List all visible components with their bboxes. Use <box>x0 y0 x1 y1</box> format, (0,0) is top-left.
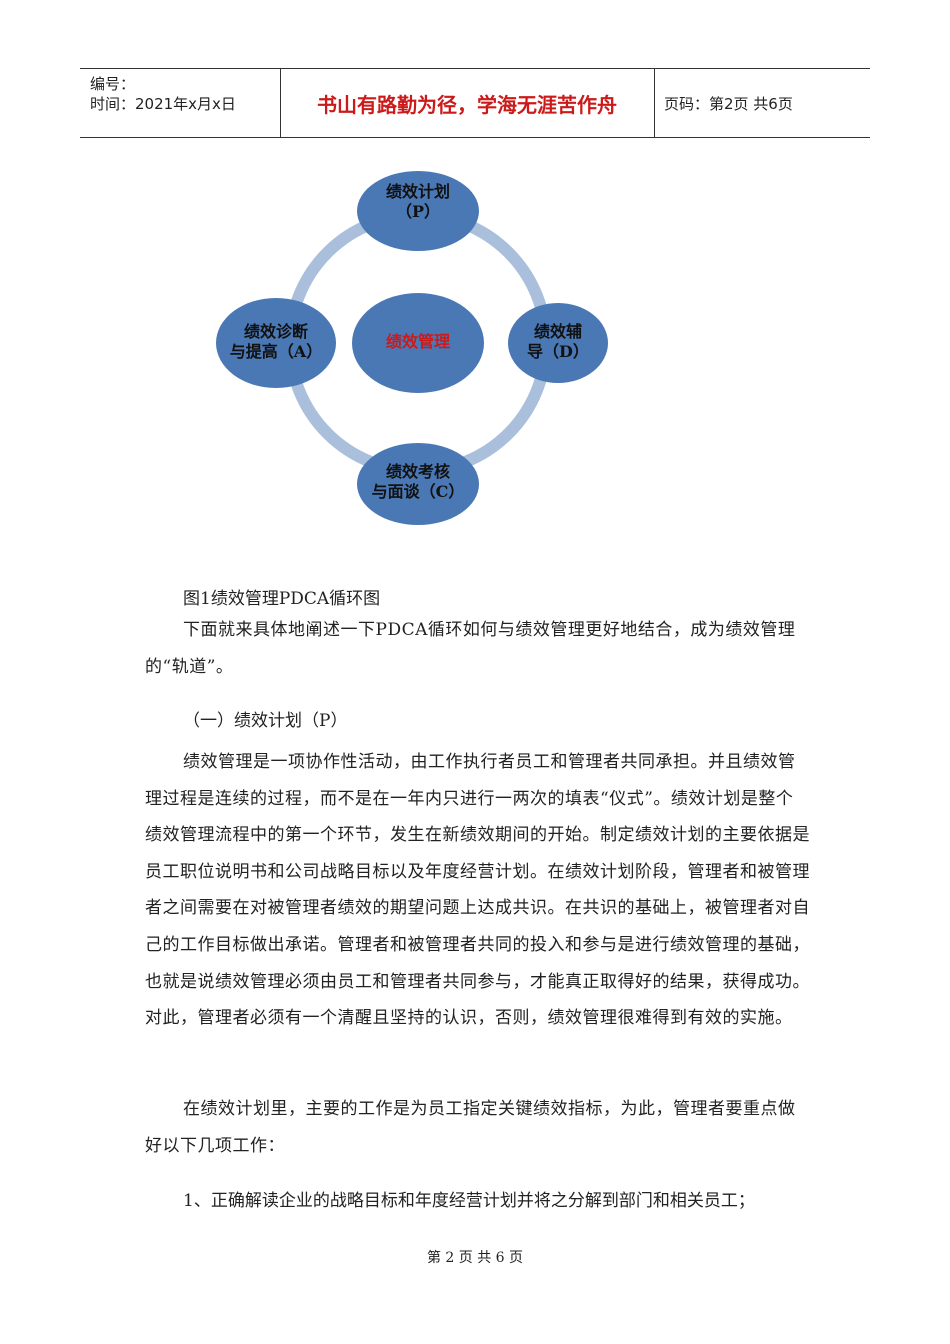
check-label: 绩效考核 与面谈（C） <box>358 462 478 502</box>
do-label-line2: 导（D） <box>527 342 589 361</box>
plan-label-line1: 绩效计划 <box>385 182 450 201</box>
intro-paragraph: 下面就来具体地阐述一下PDCA循环如何与绩效管理更好地结合，成为绩效管理的“轨道… <box>145 620 796 677</box>
page-header: 编号： 时间：2021年x月x日 书山有路勤为径，学海无涯苦作舟 页码：第2页 … <box>80 68 870 138</box>
check-label-line1: 绩效考核 <box>385 462 450 481</box>
pdca-diagram-graphic <box>216 171 608 525</box>
section-title: （一）绩效计划（P） <box>183 711 348 731</box>
act-label: 绩效诊断 与提高（A） <box>216 322 336 362</box>
date-text: 时间：2021年x月x日 <box>90 95 236 113</box>
motto-text: 书山有路勤为径，学海无涯苦作舟 <box>317 93 617 117</box>
plan-node <box>357 171 479 251</box>
act-node <box>216 298 336 388</box>
pdca-cycle-diagram: 绩效管理 绩效计划 （P） 绩效辅 导（D） 绩效考核 与面谈（C） 绩效诊断 … <box>210 160 630 550</box>
do-node <box>508 303 608 383</box>
center-label: 绩效管理 <box>385 332 450 351</box>
paragraph-1: 绩效管理是一项协作性活动，由工作执行者员工和管理者共同承担。并且绩效管理过程是连… <box>145 752 810 1029</box>
center-node <box>352 293 484 393</box>
header-motto-cell: 书山有路勤为径，学海无涯苦作舟 <box>280 69 655 137</box>
do-label: 绩效辅 导（D） <box>510 322 606 362</box>
header-right-cell: 页码：第2页 共6页 <box>654 69 870 137</box>
serial-label: 编号： <box>90 75 136 93</box>
figure-caption: 图1绩效管理PDCA循环图 <box>183 589 381 609</box>
page-info: 页码：第2页 共6页 <box>664 95 793 113</box>
plan-label-line2: （P） <box>395 202 441 221</box>
check-node <box>357 443 479 525</box>
act-label-line2: 与提高（A） <box>229 342 323 361</box>
page-footer: 第 2 页 共 6 页 <box>426 1250 524 1266</box>
list-item-1: 1、正确解读企业的战略目标和年度经营计划并将之分解到部门和相关员工； <box>183 1191 755 1211</box>
do-label-line1: 绩效辅 <box>533 322 582 341</box>
check-label-line2: 与面谈（C） <box>371 482 465 501</box>
plan-label: 绩效计划 （P） <box>358 182 478 222</box>
paragraph-2: 在绩效计划里，主要的工作是为员工指定关键绩效指标，为此，管理者要重点做好以下几项… <box>145 1099 796 1156</box>
header-left-cell: 编号： 时间：2021年x月x日 <box>80 69 281 137</box>
act-label-line1: 绩效诊断 <box>243 322 308 341</box>
